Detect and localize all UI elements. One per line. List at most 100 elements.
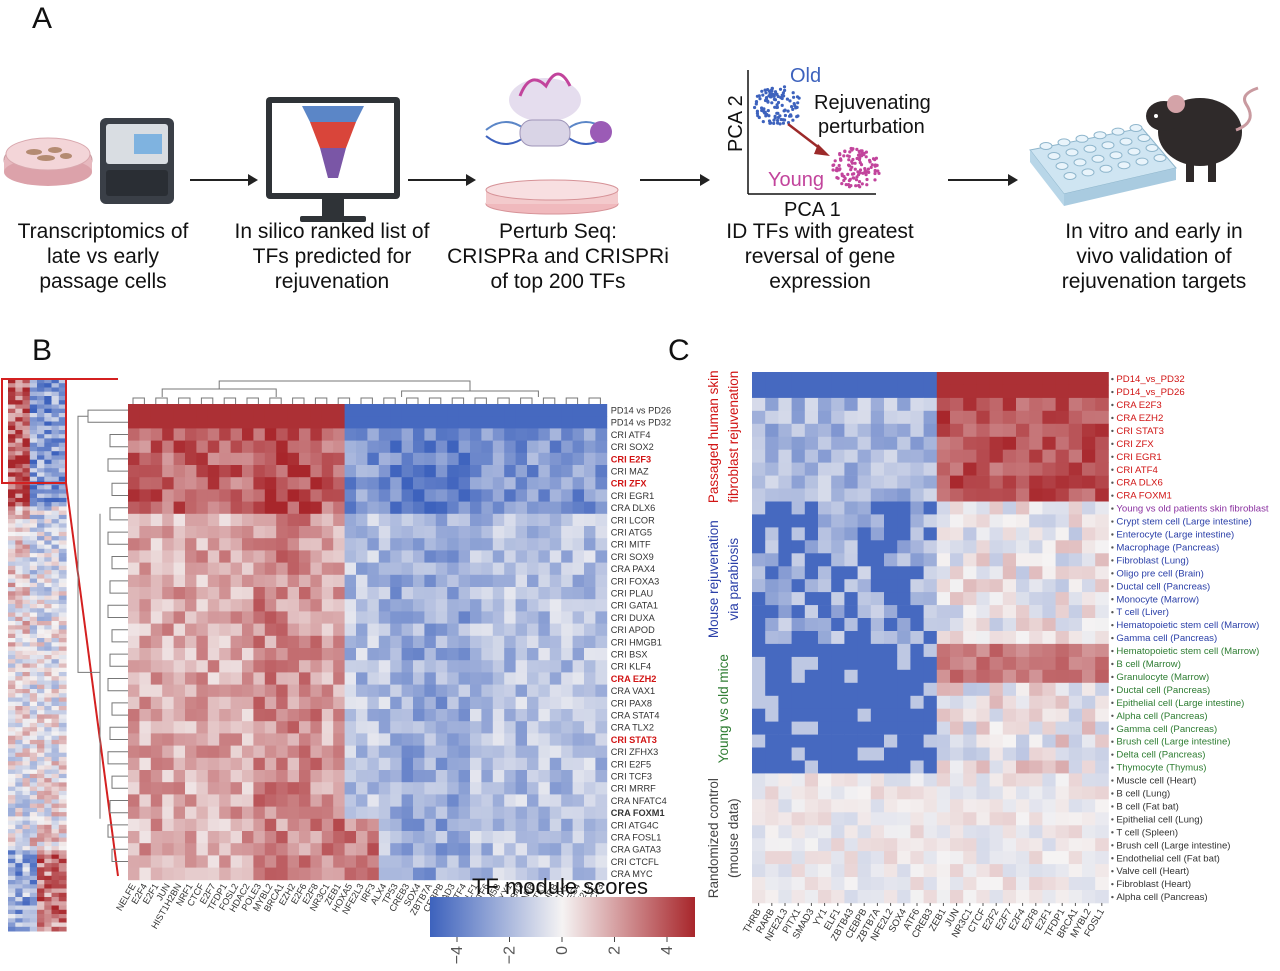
heatmap-cell <box>976 618 990 632</box>
overview-cell <box>8 489 16 495</box>
overview-cell <box>51 621 60 626</box>
overview-cell <box>22 417 31 422</box>
heatmap-cell <box>976 553 990 567</box>
heatmap-cell <box>831 656 845 671</box>
overview-cell <box>37 863 45 868</box>
heatmap-cell <box>791 695 806 710</box>
heatmap-cell <box>765 760 779 774</box>
heatmap-cell <box>1002 721 1017 735</box>
heatmap-cell <box>253 843 266 856</box>
heatmap-cell <box>910 656 924 671</box>
overview-cell <box>37 892 45 898</box>
overview-cell <box>22 727 31 732</box>
overview-cell <box>15 404 24 410</box>
heatmap-cell <box>424 623 437 637</box>
heatmap-cell <box>515 745 528 759</box>
heatmap-cell <box>299 684 311 698</box>
heatmap-cell <box>897 695 911 710</box>
overview-cell <box>51 553 60 558</box>
heatmap-cell <box>515 440 528 454</box>
overview-cell <box>37 914 45 919</box>
heatmap-cell <box>185 782 197 795</box>
overview-cell <box>51 612 60 618</box>
heatmap-cell <box>752 877 766 891</box>
heatmap-cell <box>1016 708 1030 722</box>
heatmap-cell <box>870 721 885 735</box>
heatmap-cell <box>390 416 402 429</box>
overview-cell <box>29 922 38 928</box>
heatmap-cell <box>844 825 858 839</box>
overview-cell <box>58 485 67 490</box>
heatmap-cell <box>435 806 448 820</box>
heatmap-cell <box>424 867 437 881</box>
overview-cell <box>15 761 24 766</box>
overview-cell <box>44 616 53 622</box>
overview-cell <box>29 608 38 613</box>
heatmap-cell <box>413 477 425 490</box>
heatmap-cell <box>299 770 311 783</box>
row-bullet <box>1111 818 1114 821</box>
heatmap-cell <box>1042 643 1056 658</box>
heatmap-cell <box>897 838 911 852</box>
overview-cell <box>58 782 67 788</box>
overview-cell <box>37 778 45 783</box>
heatmap-cell <box>561 757 573 771</box>
heatmap-cell <box>128 428 140 441</box>
overview-cell <box>15 799 24 805</box>
heatmap-cell <box>1068 475 1083 489</box>
heatmap-cell <box>976 773 990 787</box>
heatmap-cell <box>870 877 885 891</box>
heatmap-cell <box>333 684 345 698</box>
heatmap-cell <box>1082 566 1096 580</box>
heatmap-cell <box>162 538 174 551</box>
overview-cell <box>51 582 60 588</box>
heatmap-cell <box>253 696 266 710</box>
overview-cell <box>8 918 16 923</box>
overview-cell <box>22 803 31 809</box>
overview-cell <box>15 438 24 444</box>
heatmap-cell <box>276 867 288 881</box>
heatmap-cell <box>538 623 551 637</box>
heatmap-cell <box>481 416 494 429</box>
overview-cell <box>58 506 67 512</box>
heatmap-cell <box>897 812 911 826</box>
heatmap-cell <box>299 794 311 807</box>
heatmap-cell <box>778 540 792 554</box>
heatmap-cell <box>276 672 288 685</box>
heatmap-cell <box>1095 708 1109 722</box>
heatmap-cell <box>1055 384 1070 399</box>
heatmap-cell <box>321 770 334 783</box>
heatmap-cell <box>976 384 990 399</box>
heatmap-cell <box>435 733 448 746</box>
overview-cell <box>51 510 60 516</box>
heatmap-cell <box>458 538 471 551</box>
heatmap-cell <box>1042 501 1056 515</box>
heatmap-cell <box>818 501 832 515</box>
heatmap-cell <box>1016 890 1030 904</box>
overview-cell <box>29 616 38 622</box>
heatmap-cell <box>936 553 951 567</box>
heatmap-cell <box>390 623 402 637</box>
heatmap-cell <box>1095 372 1109 386</box>
overview-cell <box>44 574 53 579</box>
heatmap-cell <box>1002 514 1017 528</box>
row-label-b: CRI E2F5 <box>611 759 651 769</box>
pca-point-young <box>853 167 857 171</box>
heatmap-cell <box>492 818 505 832</box>
overview-cell <box>44 442 53 448</box>
pca-point-old <box>755 109 760 113</box>
heatmap-cell <box>963 890 977 904</box>
heatmap-cell <box>139 465 152 478</box>
heatmap-cell <box>963 643 977 658</box>
heatmap-cell <box>1002 773 1017 787</box>
overview-cell <box>58 472 67 478</box>
overview-cell <box>58 548 67 554</box>
heatmap-cell <box>390 818 402 832</box>
overview-cell <box>51 748 60 754</box>
overview-cell <box>51 863 60 868</box>
heatmap-cell <box>752 423 766 438</box>
overview-cell <box>58 820 67 826</box>
pca-point-young <box>870 163 874 167</box>
heatmap-cell <box>538 599 551 612</box>
heatmap-cell <box>1068 527 1083 541</box>
